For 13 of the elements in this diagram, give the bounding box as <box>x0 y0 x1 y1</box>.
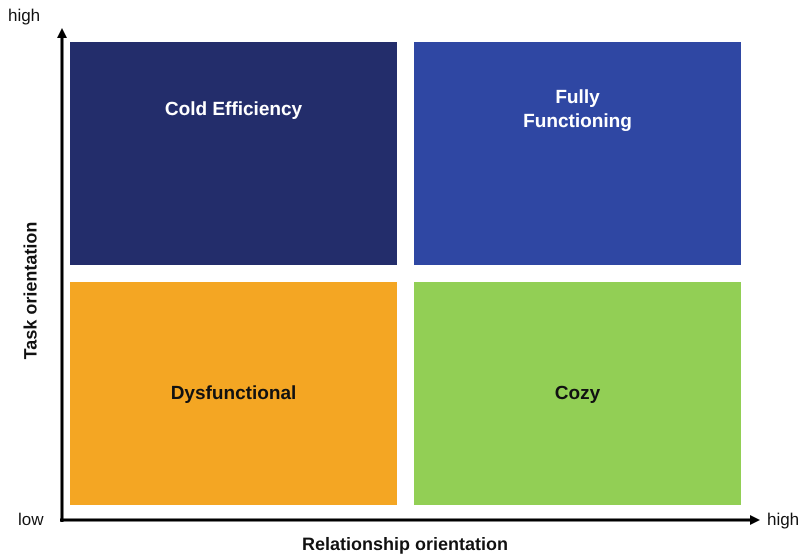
quadrant-label: Cold Efficiency <box>164 98 304 122</box>
quadrant-label: Fully Functioning <box>522 86 633 134</box>
quadrant-label: Dysfunctional <box>170 382 298 406</box>
quadrant-label: Cozy <box>554 382 602 406</box>
quadrant-box <box>70 42 397 265</box>
quadrant-box <box>414 282 741 505</box>
axis-title: Task orientation <box>20 221 42 359</box>
axis-end-label: high <box>767 510 800 530</box>
axis-end-label: low <box>18 510 44 530</box>
quadrant-box <box>70 282 397 505</box>
axis-end-label: high <box>8 6 40 26</box>
axis-title: Relationship orientation <box>302 534 508 555</box>
quadrant-box <box>414 42 741 265</box>
